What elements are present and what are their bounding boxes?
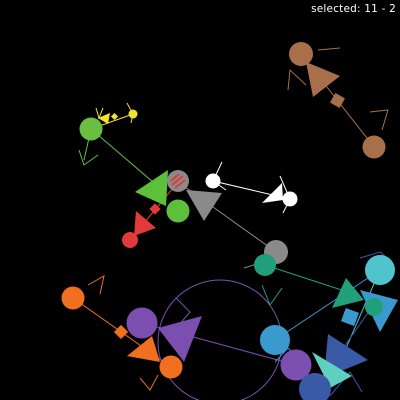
yellow-diamond[interactable] bbox=[110, 112, 119, 121]
diamond-layer bbox=[110, 92, 359, 340]
white-triangle[interactable] bbox=[262, 183, 283, 203]
brown-tail-2 bbox=[369, 109, 389, 131]
orange-diamond[interactable] bbox=[113, 324, 129, 340]
node-brown-2[interactable] bbox=[362, 135, 386, 159]
orange-triangle[interactable] bbox=[127, 336, 160, 362]
node-orange-2[interactable] bbox=[159, 355, 183, 379]
teal-triangle[interactable] bbox=[332, 278, 364, 308]
gray-triangle[interactable] bbox=[186, 190, 222, 221]
edge-skyblue[interactable] bbox=[274, 269, 381, 341]
brown-tail-3 bbox=[317, 47, 341, 51]
selection-marker bbox=[170, 173, 186, 189]
node-purple[interactable] bbox=[126, 307, 158, 339]
node-purple-2[interactable] bbox=[280, 349, 312, 381]
red-diamond[interactable] bbox=[149, 203, 161, 215]
node-cyan[interactable] bbox=[365, 255, 395, 285]
skyblue-diamond[interactable] bbox=[341, 308, 359, 326]
node-white[interactable] bbox=[205, 173, 221, 189]
node-red[interactable] bbox=[122, 232, 138, 248]
node-navy[interactable] bbox=[299, 373, 331, 400]
purple-tail bbox=[175, 297, 191, 327]
purple-triangle[interactable] bbox=[158, 316, 202, 362]
red-triangle[interactable] bbox=[134, 211, 156, 236]
lightgreen-triangle[interactable] bbox=[135, 170, 168, 206]
node-layer bbox=[61, 42, 395, 400]
brown-triangle[interactable] bbox=[306, 62, 340, 97]
navy-tail bbox=[329, 371, 363, 397]
brown-tail-1 bbox=[287, 68, 307, 91]
node-white-2[interactable] bbox=[282, 191, 298, 207]
node-skyblue[interactable] bbox=[260, 325, 290, 355]
node-brown[interactable] bbox=[289, 42, 313, 66]
yellow-triangle[interactable] bbox=[98, 113, 110, 124]
mint-triangle[interactable] bbox=[312, 352, 352, 388]
node-teal-2[interactable] bbox=[365, 298, 383, 316]
green-tail bbox=[78, 149, 99, 166]
node-green[interactable] bbox=[79, 117, 103, 141]
triangle-layer bbox=[98, 62, 398, 388]
node-green-2[interactable] bbox=[166, 199, 190, 223]
orange-arrow-2 bbox=[139, 374, 159, 391]
node-yellow[interactable] bbox=[128, 109, 138, 119]
orange-arrow bbox=[87, 275, 105, 295]
node-teal[interactable] bbox=[254, 254, 276, 276]
edge-green-lightgreen[interactable] bbox=[90, 128, 161, 189]
teal-tail bbox=[261, 284, 283, 307]
node-orange[interactable] bbox=[61, 286, 85, 310]
brown-diamond[interactable] bbox=[329, 92, 346, 109]
selection-status: selected: 11 - 2 bbox=[311, 3, 396, 15]
